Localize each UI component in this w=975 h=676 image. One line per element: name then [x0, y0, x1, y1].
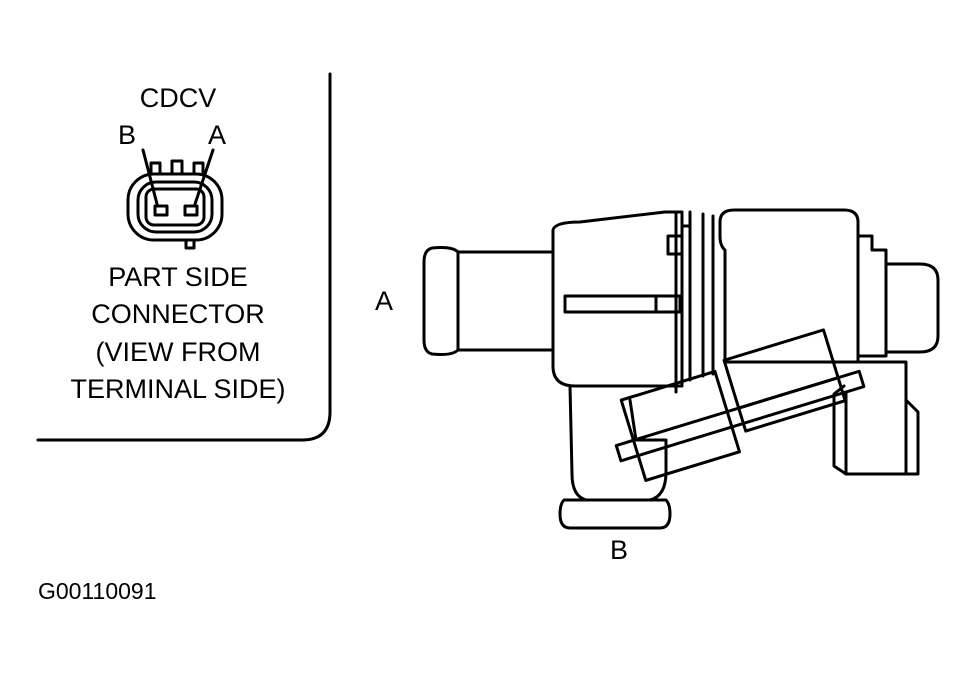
inset-border: [36, 72, 332, 442]
connector-pin-b-label: B: [118, 120, 137, 150]
inset-title: CDCV: [139, 83, 217, 113]
port-a-label: A: [375, 286, 394, 316]
inset-caption-line-4: TERMINAL SIDE): [70, 374, 286, 404]
inset-caption-line-2: CONNECTOR: [91, 299, 265, 329]
inset-caption-line-1: PART SIDE: [108, 262, 248, 292]
figure-id: G00110091: [38, 578, 157, 604]
port-b-label: B: [610, 535, 629, 565]
cdcv-valve-body: [422, 208, 940, 530]
inset-caption-line-3: (VIEW FROM: [95, 337, 261, 367]
connector-pin-a-label: A: [208, 120, 227, 150]
connector-icon: [126, 148, 224, 250]
